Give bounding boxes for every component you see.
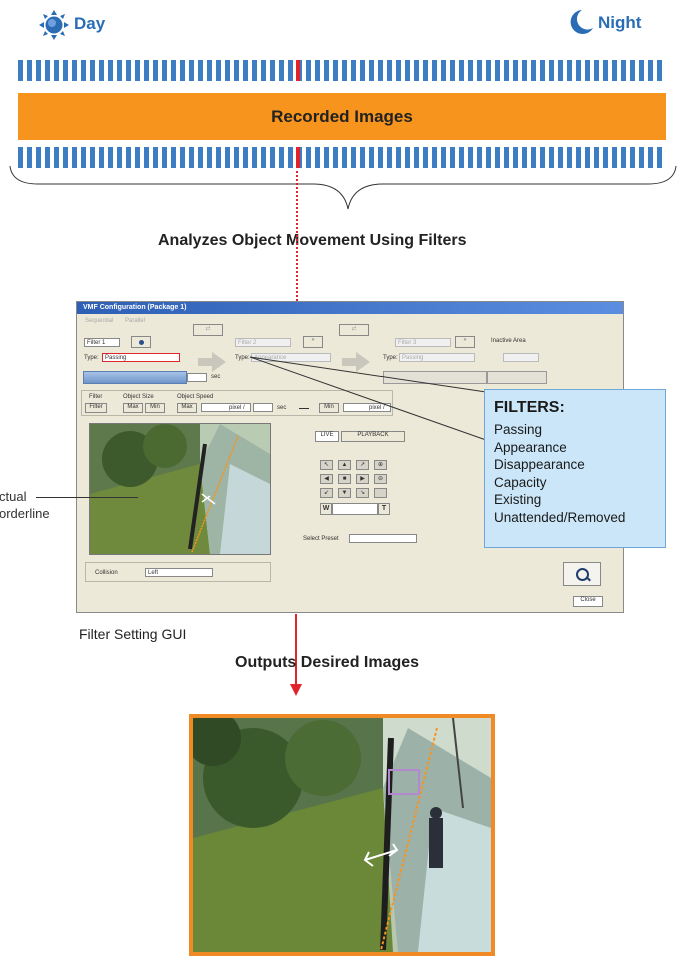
ptz-down[interactable]: ▼ bbox=[338, 488, 351, 498]
analyze-caption: Analyzes Object Movement Using Filters bbox=[158, 232, 467, 249]
playback-tab[interactable]: PLAYBACK bbox=[341, 431, 405, 442]
inactive-area-select[interactable] bbox=[503, 353, 539, 362]
ptz-home[interactable]: ■ bbox=[338, 474, 351, 484]
filter-item-passing: Passing bbox=[494, 422, 543, 437]
ptz-extra[interactable] bbox=[374, 488, 387, 498]
flow-dotted-line bbox=[296, 166, 298, 301]
arrow-2-bar bbox=[342, 358, 356, 366]
output-caption: Outputs Desired Images bbox=[235, 654, 420, 671]
gui-caption: Filter Setting GUI bbox=[79, 626, 187, 642]
moon-icon bbox=[568, 8, 594, 36]
output-image bbox=[189, 714, 495, 956]
type-label-3: Type: bbox=[383, 355, 398, 361]
ptz-up-left[interactable]: ↖ bbox=[320, 460, 333, 470]
filter1-expand-bar[interactable] bbox=[83, 371, 187, 384]
filter-item-existing: Existing bbox=[494, 492, 542, 507]
day-label: Day bbox=[74, 14, 106, 33]
filter2-toggle[interactable]: ⇄ bbox=[193, 324, 223, 336]
window-titlebar: VMF Configuration (Package 1) bbox=[77, 302, 623, 314]
sec-label: sec bbox=[211, 374, 221, 380]
zoom-tele-button[interactable]: T bbox=[378, 503, 390, 515]
recorded-images-band: Recorded Images bbox=[18, 93, 666, 140]
virtual-borderline-label-2: orderline bbox=[0, 506, 50, 521]
frame-strip-bottom bbox=[18, 147, 666, 168]
speed-max-button[interactable]: Max bbox=[177, 403, 197, 413]
ptz-up[interactable]: ▲ bbox=[338, 460, 351, 470]
filter1-type-select[interactable]: Passing bbox=[102, 353, 180, 362]
gear-icon bbox=[138, 340, 144, 345]
arrow-icon bbox=[356, 352, 370, 372]
radio-parallel[interactable]: Parallel bbox=[125, 318, 146, 324]
flow-arrow-head bbox=[290, 684, 302, 696]
radio-sequential[interactable]: Sequential bbox=[85, 318, 114, 324]
pixel-per-label-1: pixel / bbox=[229, 405, 245, 411]
filter-item-capacity: Capacity bbox=[494, 474, 547, 490]
collision-group bbox=[85, 562, 271, 582]
size-min-button[interactable]: Min bbox=[145, 403, 165, 413]
recorded-images-label: Recorded Images bbox=[271, 106, 413, 126]
filter3-expand-bar[interactable] bbox=[383, 371, 487, 384]
filter3-type-select[interactable]: Passing bbox=[399, 353, 475, 362]
flow-arrow-line bbox=[295, 614, 297, 686]
zoom-wide-button[interactable]: W bbox=[320, 503, 332, 515]
object-size-header: Object Size bbox=[123, 394, 154, 400]
filter3-settings-button[interactable]: ● bbox=[455, 336, 475, 348]
collision-select[interactable]: Left bbox=[145, 568, 213, 577]
ptz-up-right[interactable]: ↗ bbox=[356, 460, 369, 470]
inactive-expand-bar[interactable] bbox=[487, 371, 547, 384]
arrow-1-bar bbox=[198, 358, 212, 366]
zoom-slider[interactable] bbox=[332, 503, 378, 515]
zoom-in-icon[interactable]: ⊕ bbox=[374, 460, 387, 470]
select-preset-label: Select Preset bbox=[303, 536, 339, 542]
filters-callout: FILTERS: Passing Appearance Disappearanc… bbox=[484, 389, 666, 548]
filter3-name-field[interactable]: Filter 3 bbox=[395, 338, 451, 347]
inactive-area-label: Inactive Area bbox=[491, 338, 526, 344]
speed-min-button[interactable]: Min bbox=[319, 403, 339, 413]
filter2-settings-button[interactable]: ● bbox=[303, 336, 323, 348]
filter2-name-field[interactable]: Filter 2 bbox=[235, 338, 291, 347]
size-max-button[interactable]: Max bbox=[123, 403, 143, 413]
filter3-toggle[interactable]: ⇄ bbox=[339, 324, 369, 336]
virtual-borderline-label-1: ctual bbox=[0, 489, 27, 504]
dash-separator bbox=[299, 408, 309, 409]
filter-item-appearance: Appearance bbox=[494, 439, 567, 455]
arrow-icon bbox=[212, 352, 226, 372]
frame-strip-top bbox=[18, 60, 666, 81]
filters-title: FILTERS: bbox=[494, 399, 565, 416]
ptz-down-right[interactable]: ↘ bbox=[356, 488, 369, 498]
current-frame-marker-top bbox=[296, 60, 300, 81]
night-label: Night bbox=[598, 13, 642, 32]
filter2-type-select[interactable]: Appearance bbox=[251, 353, 331, 362]
filter-config-window: VMF Configuration (Package 1) Sequential… bbox=[76, 301, 624, 613]
sec-label-2: sec bbox=[277, 405, 287, 411]
filter-item-disappearance: Disappearance bbox=[494, 457, 585, 472]
borderline-pointer bbox=[36, 497, 138, 498]
ptz-left[interactable]: ◀ bbox=[320, 474, 333, 484]
filter-button[interactable]: Filter bbox=[85, 403, 107, 413]
ptz-right[interactable]: ▶ bbox=[356, 474, 369, 484]
pixel-per-label-2: pixel / bbox=[369, 405, 385, 411]
current-frame-marker-bottom bbox=[296, 147, 300, 168]
filter-item-unattended-removed: Unattended/Removed bbox=[494, 509, 626, 525]
zoom-out-icon[interactable]: ⊖ bbox=[374, 474, 387, 484]
filter1-settings-button[interactable] bbox=[131, 336, 151, 348]
filter1-name-field[interactable]: Filter 1 bbox=[84, 338, 120, 347]
search-button[interactable] bbox=[563, 562, 601, 586]
type-label-1: Type: bbox=[84, 355, 99, 361]
time-field[interactable] bbox=[187, 373, 207, 382]
live-tab[interactable]: LIVE bbox=[315, 431, 339, 442]
select-preset-dropdown[interactable] bbox=[349, 534, 417, 543]
type-label-2: Type: bbox=[235, 355, 250, 361]
speed-time-field[interactable] bbox=[253, 403, 273, 412]
brace bbox=[9, 165, 677, 210]
close-button[interactable]: Close bbox=[573, 596, 603, 607]
camera-preview bbox=[89, 423, 271, 555]
filter-header: Filter bbox=[89, 394, 103, 400]
sun-icon bbox=[38, 9, 70, 41]
collision-label: Collision bbox=[95, 570, 118, 576]
ptz-down-left[interactable]: ↙ bbox=[320, 488, 333, 498]
object-speed-header: Object Speed bbox=[177, 394, 214, 400]
magnifier-icon bbox=[575, 568, 591, 582]
